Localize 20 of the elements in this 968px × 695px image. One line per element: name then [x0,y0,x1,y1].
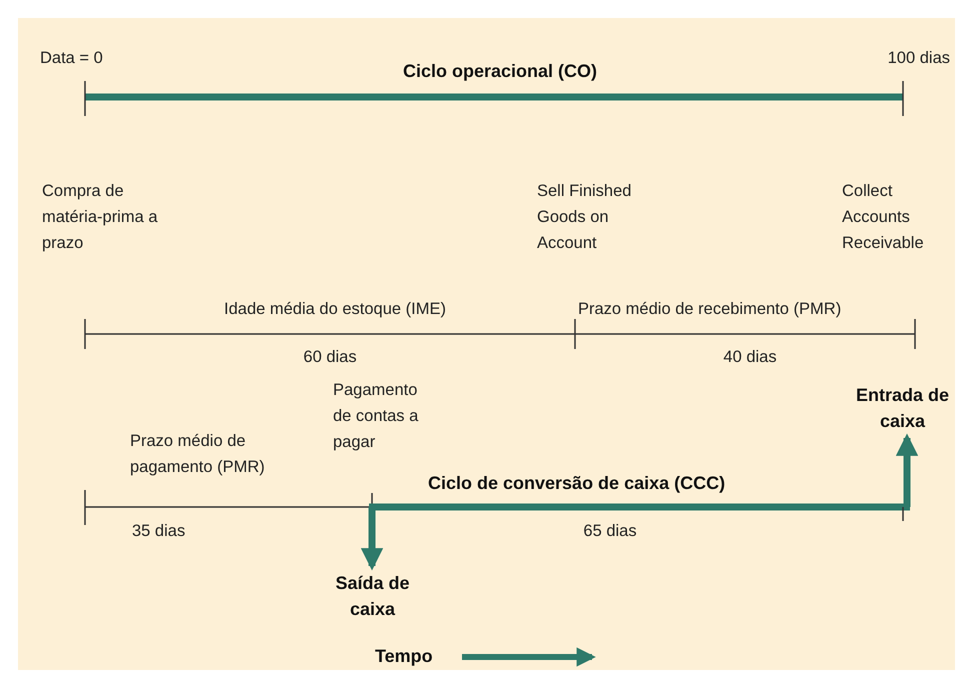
cash-flow-label: Saída de caixa [330,570,415,622]
event-label: Compra de matéria-prima a prazo [42,181,159,254]
cash-flow-arrow [896,434,918,507]
duration-label: 40 dias [722,347,778,368]
axis-label: 100 dias [886,48,950,69]
event-label: Sell Finished Goods on Account [537,181,632,254]
duration-label: 65 dias [582,521,638,542]
cycle-title: Ciclo operacional (CO) [402,60,598,83]
cycle-title: Ciclo de conversão de caixa (CCC) [428,472,726,495]
duration-label: 60 dias [302,347,358,368]
duration-label: 35 dias [132,521,186,542]
period-label: Idade média do estoque (IME) [223,299,447,320]
axis-label: Tempo [375,645,434,668]
event-label: Collect Accounts Receivable [842,181,925,254]
axis-label: Data = 0 [40,48,104,69]
period-label: Prazo médio de pagamento (PMR) [130,431,266,478]
cash-flow-arrow [360,507,384,570]
cash-flow-label: Entrada de caixa [855,382,950,434]
event-label: Pagamento de contas a pagar [333,380,420,453]
period-label: Prazo médio de recebimento (PMR) [578,299,842,320]
